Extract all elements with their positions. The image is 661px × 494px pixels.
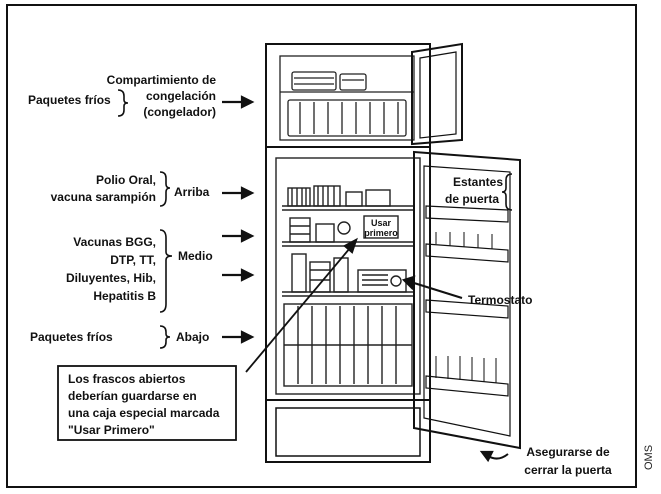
label-top: Arriba <box>174 185 210 199</box>
arrow-bottom <box>242 332 252 342</box>
freezer-door <box>412 44 462 144</box>
note-box: Los frascos abiertos deberían guardarse … <box>58 366 236 440</box>
arrow-freezer <box>242 97 252 107</box>
note-line-2: deberían guardarse en <box>68 389 197 403</box>
label-use-first-2: primero <box>364 228 398 238</box>
note-line-3: una caja especial marcada <box>68 406 220 420</box>
label-polio-2: vacuna sarampión <box>51 190 156 204</box>
arrow-middle-1 <box>242 231 252 241</box>
label-freezer-compartment-3: (congelador) <box>143 105 216 119</box>
brace-top <box>160 172 170 206</box>
note-line-1: Los frascos abiertos <box>68 372 186 386</box>
label-freezer-compartment-2: congelación <box>146 89 216 103</box>
arrows <box>222 97 508 460</box>
freezer-compartment <box>280 56 414 140</box>
label-close-door-2: cerrar la puerta <box>524 463 612 477</box>
label-vaccines-4: Hepatitis B <box>93 289 156 303</box>
label-thermostat: Termostato <box>468 293 532 307</box>
label-door-shelves-2: de puerta <box>445 192 499 206</box>
label-use-first-1: Usar <box>371 218 392 228</box>
brace-middle <box>160 230 172 312</box>
note-line-4: "Usar Primero" <box>68 423 155 437</box>
label-vaccines-3: Diluyentes, Hib, <box>66 271 156 285</box>
credit-text: OMS <box>643 445 655 470</box>
label-polio-1: Polio Oral, <box>96 173 156 187</box>
label-vaccines-1: Vacunas BGG, <box>73 235 156 249</box>
label-vaccines-2: DTP, TT, <box>110 253 156 267</box>
label-bottom: Abajo <box>176 330 209 344</box>
arrow-middle-2 <box>242 270 252 280</box>
main-compartment <box>276 158 420 394</box>
label-door-shelves-1: Estantes <box>453 175 503 189</box>
arrow-top <box>242 188 252 198</box>
label-freezer-compartment-1: Compartimiento de <box>107 73 217 87</box>
arrow-close-door <box>482 452 492 460</box>
brace-bottom <box>160 326 170 348</box>
label-bottom-packs: Paquetes fríos <box>30 330 113 344</box>
label-freezer-packs: Paquetes fríos <box>28 93 111 107</box>
label-middle: Medio <box>178 249 213 263</box>
brace-freezer <box>118 90 128 116</box>
label-close-door-1: Asegurarse de <box>526 445 610 459</box>
